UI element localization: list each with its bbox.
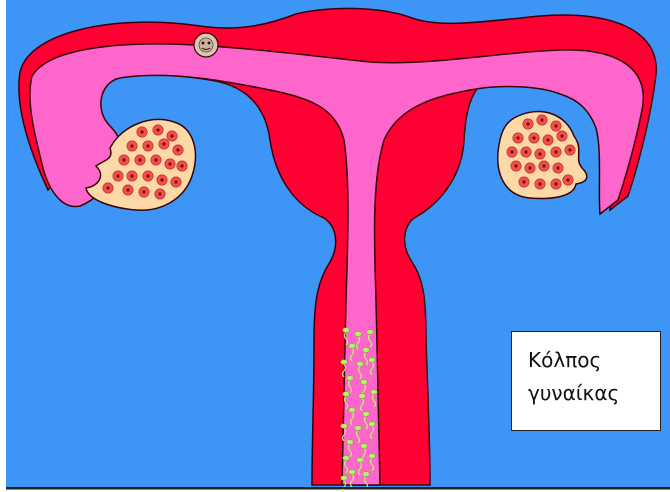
follicle-nucleus: [130, 144, 133, 147]
follicle-nucleus: [146, 174, 149, 177]
follicle-nucleus: [142, 190, 145, 193]
follicle-nucleus: [160, 178, 163, 181]
follicle-nucleus: [524, 150, 527, 153]
follicle-nucleus: [566, 178, 569, 181]
follicle-nucleus: [538, 152, 541, 155]
follicle-nucleus: [180, 164, 183, 167]
follicle-nucleus: [554, 182, 557, 185]
follicle-nucleus: [122, 158, 125, 161]
label-line-1: Κόλπος: [528, 344, 660, 377]
follicle-nucleus: [514, 164, 517, 167]
follicle-nucleus: [516, 136, 519, 139]
follicle-nucleus: [106, 186, 109, 189]
follicle-nucleus: [554, 150, 557, 153]
follicle-nucleus: [174, 180, 177, 183]
follicle-nucleus: [554, 124, 557, 127]
follicle-nucleus: [168, 162, 171, 165]
follicle-nucleus: [510, 150, 513, 153]
follicle-nucleus: [538, 182, 541, 185]
follicle-nucleus: [158, 192, 161, 195]
follicle-nucleus: [116, 174, 119, 177]
follicle-nucleus: [522, 180, 525, 183]
follicle-nucleus: [528, 166, 531, 169]
follicle-nucleus: [560, 134, 563, 137]
follicle-nucleus: [156, 128, 159, 131]
vagina-label-box: Κόλπος γυναίκας: [511, 331, 661, 431]
follicle-nucleus: [540, 118, 543, 121]
follicle-nucleus: [130, 174, 133, 177]
follicle-nucleus: [162, 142, 165, 145]
follicle-nucleus: [568, 148, 571, 151]
follicle-nucleus: [126, 188, 129, 191]
follicle-nucleus: [542, 164, 545, 167]
follicle-nucleus: [170, 134, 173, 137]
follicle-nucleus: [146, 144, 149, 147]
follicle-nucleus: [532, 136, 535, 139]
follicle-nucleus: [138, 158, 141, 161]
follicle-nucleus: [556, 166, 559, 169]
follicle-nucleus: [140, 130, 143, 133]
egg-cell-icon: [194, 33, 218, 57]
follicle-nucleus: [176, 148, 179, 151]
follicle-nucleus: [154, 158, 157, 161]
label-line-2: γυναίκας: [528, 377, 660, 410]
follicle-nucleus: [546, 138, 549, 141]
follicle-nucleus: [526, 122, 529, 125]
